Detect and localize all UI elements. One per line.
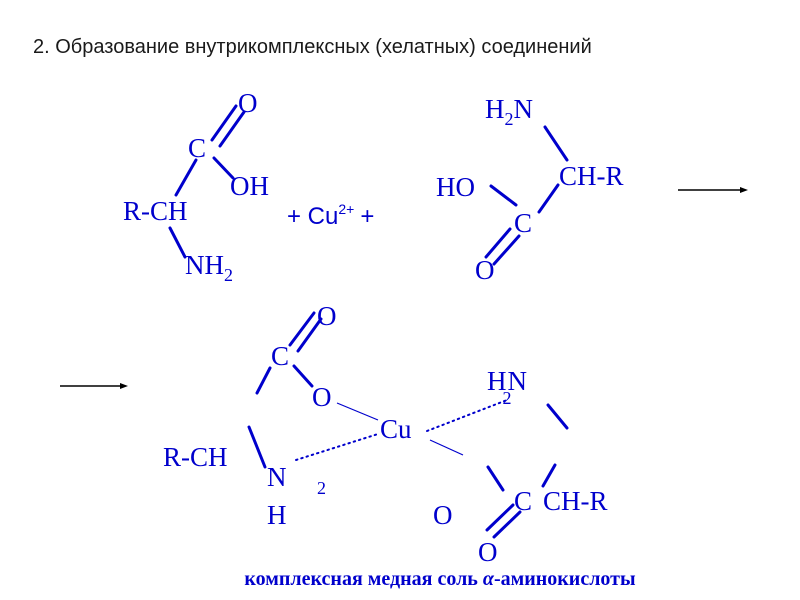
subscript-2: 2 <box>503 388 512 408</box>
reactant-1: O C OH R-CH NH2 <box>123 88 269 285</box>
bond-c-o <box>292 364 314 388</box>
caption-prefix: комплексная медная соль <box>244 568 483 590</box>
bond-c-oh <box>212 156 235 180</box>
bond-ho-c <box>489 184 518 207</box>
atom-h-bottom: H <box>267 500 287 530</box>
group-r-ch: R-CH <box>163 442 228 472</box>
bond-c-ch <box>174 158 198 197</box>
atom-ho: HO <box>436 172 475 202</box>
bond-ch-nh2 <box>168 226 187 259</box>
plus-copper-ion: + Cu2+ + <box>287 201 374 230</box>
group-r-ch: R-CH <box>123 196 188 226</box>
bond-ch-c-right <box>541 463 557 488</box>
bond-c-o-lower-1 <box>485 503 515 532</box>
nh-label: NH <box>185 250 224 280</box>
caption: комплексная медная соль α-аминокислоты <box>0 568 800 591</box>
subscript-2-left: 2 <box>317 478 326 498</box>
subscript-2: 2 <box>505 109 514 129</box>
atom-o-lone: O <box>433 500 453 530</box>
atom-n-left: N <box>267 462 287 492</box>
group-ch-r: CH-R <box>543 486 608 516</box>
bond-ch-n-left <box>247 425 267 469</box>
h-label: H <box>487 366 507 396</box>
bond-c-ch-left <box>255 366 272 395</box>
reactant-2: H2N CH-R HO C O <box>436 94 624 285</box>
group-nh2: NH2 <box>185 250 233 285</box>
bond-n-ch <box>543 125 569 162</box>
atom-oh: OH <box>230 171 269 201</box>
cu-charge: 2+ <box>338 201 354 217</box>
bond-c-o-double-1 <box>288 311 316 347</box>
dotted-bond-n-left-cu <box>295 433 379 461</box>
plus-cu-label: + Cu <box>287 203 338 230</box>
atom-o-bottom: O <box>478 537 498 567</box>
bond-c-o-double-2 <box>492 234 521 266</box>
n-label: N <box>514 94 534 124</box>
atom-o-top: O <box>317 301 337 331</box>
bond-o-c-lower <box>486 465 505 492</box>
caption-suffix: -аминокислоты <box>493 568 636 590</box>
coordination-bond-cu-o <box>429 439 464 456</box>
group-h2n: H2N <box>485 94 533 129</box>
plus-sign: + <box>360 203 374 230</box>
atom-cu: Cu <box>380 414 412 444</box>
arrow-1 <box>678 187 748 193</box>
bond-n-ch-right <box>546 403 569 430</box>
arrow-1-head <box>740 187 748 193</box>
atom-o: O <box>238 88 258 118</box>
page-title: 2. Образование внутрикомплексных (хелатн… <box>33 36 592 58</box>
bond-ch-c <box>537 183 560 214</box>
bond-c-o-double-2 <box>218 110 246 148</box>
arrow-2 <box>60 383 128 389</box>
atom-c: C <box>188 133 206 163</box>
n-label: N <box>508 366 528 396</box>
atom-c-top: C <box>271 341 289 371</box>
bond-c-o-double-1 <box>484 227 512 259</box>
bond-c-o-lower-2 <box>492 510 522 539</box>
atom-o: O <box>475 255 495 285</box>
atom-c: C <box>514 208 532 238</box>
group-ch-r: CH-R <box>559 161 624 191</box>
bond-c-o-double-2 <box>296 317 323 353</box>
coordination-bond-o-cu <box>336 402 379 421</box>
subscript-2: 2 <box>224 265 233 285</box>
arrow-2-head <box>120 383 128 389</box>
atom-c-bottom: C <box>514 486 532 516</box>
alpha-symbol: α <box>482 568 494 590</box>
bond-c-o-double-1 <box>210 104 238 142</box>
dotted-bond-cu-n-right <box>426 399 508 432</box>
h-label: H <box>485 94 505 124</box>
atom-o-mid: O <box>312 382 332 412</box>
